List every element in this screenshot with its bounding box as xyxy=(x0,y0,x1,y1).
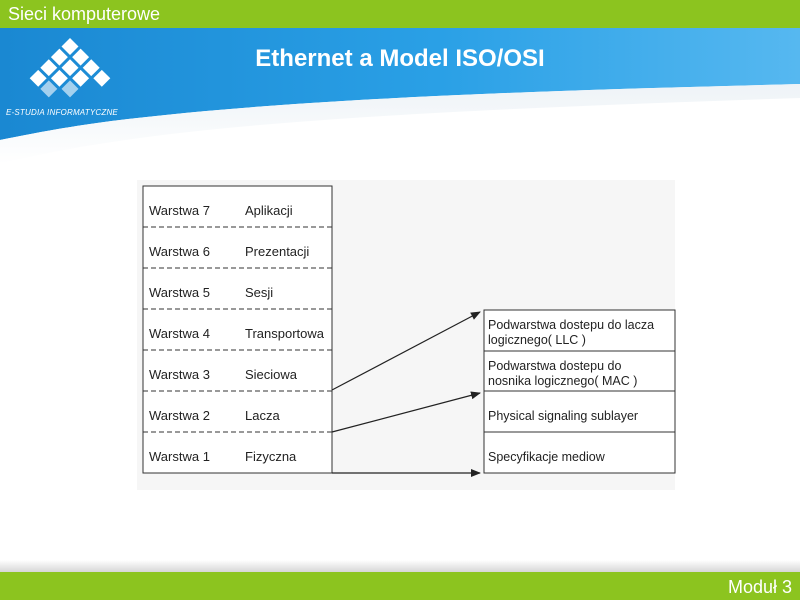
ethernet-sublayer-llc-line1: Podwarstwa dostepu do lacza xyxy=(488,318,654,332)
footer-shadow xyxy=(0,560,800,572)
osi-stack-frame xyxy=(142,185,333,474)
logo-grid-icon xyxy=(29,38,111,98)
osi-layer-1-number: Warstwa 1 xyxy=(149,449,210,464)
slide-title: Ethernet a Model ISO/OSI xyxy=(255,45,545,72)
arrow-layer3-to-llc xyxy=(331,311,481,391)
module-label: Moduł 3 xyxy=(727,577,792,597)
osi-layer-7-number: Warstwa 7 xyxy=(149,203,210,218)
osi-layer-2-number: Warstwa 2 xyxy=(149,408,210,423)
ethernet-sublayer-media: Specyfikacje mediow xyxy=(488,450,606,464)
osi-layer-6-name: Prezentacji xyxy=(245,244,309,259)
ethernet-sublayer-mac-line1: Podwarstwa dostepu do xyxy=(488,359,621,373)
osi-layer-5-number: Warstwa 5 xyxy=(149,285,210,300)
ethernet-sublayer-llc-line2: logicznego( LLC ) xyxy=(488,333,586,347)
osi-layer-6-number: Warstwa 6 xyxy=(149,244,210,259)
course-title: Sieci komputerowe xyxy=(8,4,161,24)
ethernet-sublayer-mac-line2: nosnika logicznego( MAC ) xyxy=(488,374,637,388)
top-bar: Sieci komputerowe xyxy=(0,0,800,28)
ethernet-dividers xyxy=(484,350,675,433)
osi-layer-4-name: Transportowa xyxy=(245,326,325,341)
arrow-layer2-to-mac xyxy=(331,391,481,433)
osi-layer-3-number: Warstwa 3 xyxy=(149,367,210,382)
osi-layer-2-name: Lacza xyxy=(245,408,280,423)
bottom-bar: Moduł 3 xyxy=(0,572,800,600)
osi-layer-4-number: Warstwa 4 xyxy=(149,326,210,341)
ethernet-sublayer-pls: Physical signaling sublayer xyxy=(488,409,638,423)
header-banner xyxy=(0,28,800,164)
osi-layer-5-name: Sesji xyxy=(245,285,273,300)
osi-layer-7-name: Aplikacji xyxy=(245,203,293,218)
osi-layer-3-name: Sieciowa xyxy=(245,367,298,382)
logo-text: E-STUDIA INFORMATYCZNE xyxy=(6,108,118,117)
osi-layer-1-name: Fizyczna xyxy=(245,449,297,464)
